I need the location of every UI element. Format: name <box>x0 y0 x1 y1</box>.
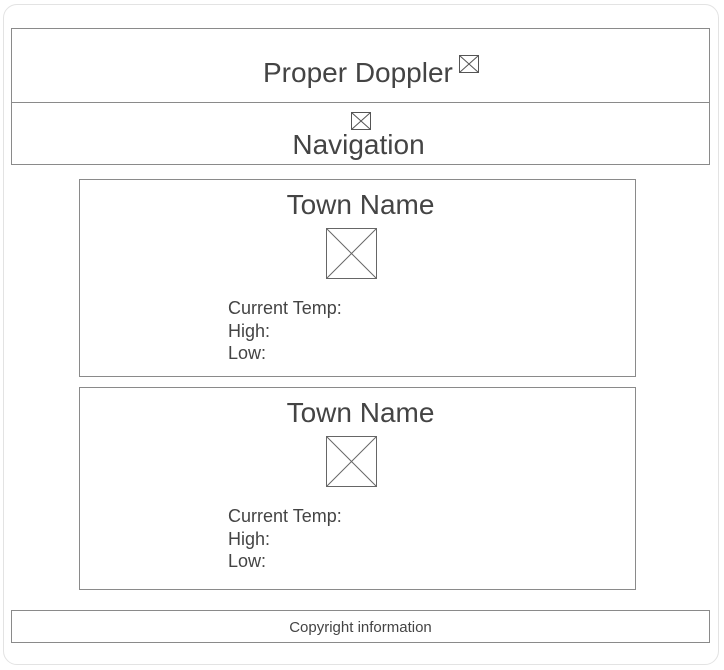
low-label: Low: <box>228 551 267 571</box>
weather-stats: Current Temp: High: Low: <box>228 297 342 365</box>
weather-image-placeholder <box>326 436 377 487</box>
image-placeholder-icon <box>459 55 479 73</box>
town-name: Town Name <box>286 397 435 428</box>
town-name: Town Name <box>286 189 435 220</box>
high-label: High: <box>228 320 271 341</box>
current-temp-label: Current Temp: <box>228 298 342 318</box>
site-title: Proper Doppler <box>263 57 453 88</box>
page-frame <box>3 4 719 665</box>
town-card: Town Name Current Temp: High: Low: <box>79 179 636 377</box>
town-card: Town Name Current Temp: High: Low: <box>79 387 636 590</box>
copyright-text: Copyright information <box>289 619 432 636</box>
page-header: Proper Doppler Navigation <box>11 28 710 165</box>
navigation-bar[interactable]: Navigation <box>12 103 709 165</box>
title-bar: Proper Doppler <box>12 29 709 103</box>
navigation-label[interactable]: Navigation <box>292 129 425 160</box>
weather-image-placeholder <box>326 228 377 279</box>
low-label: Low: <box>228 343 267 363</box>
image-placeholder-icon <box>351 112 371 130</box>
weather-stats: Current Temp: High: Low: <box>228 505 342 573</box>
high-label: High: <box>228 528 271 549</box>
page-footer: Copyright information <box>11 610 710 643</box>
current-temp-label: Current Temp: <box>228 506 342 526</box>
